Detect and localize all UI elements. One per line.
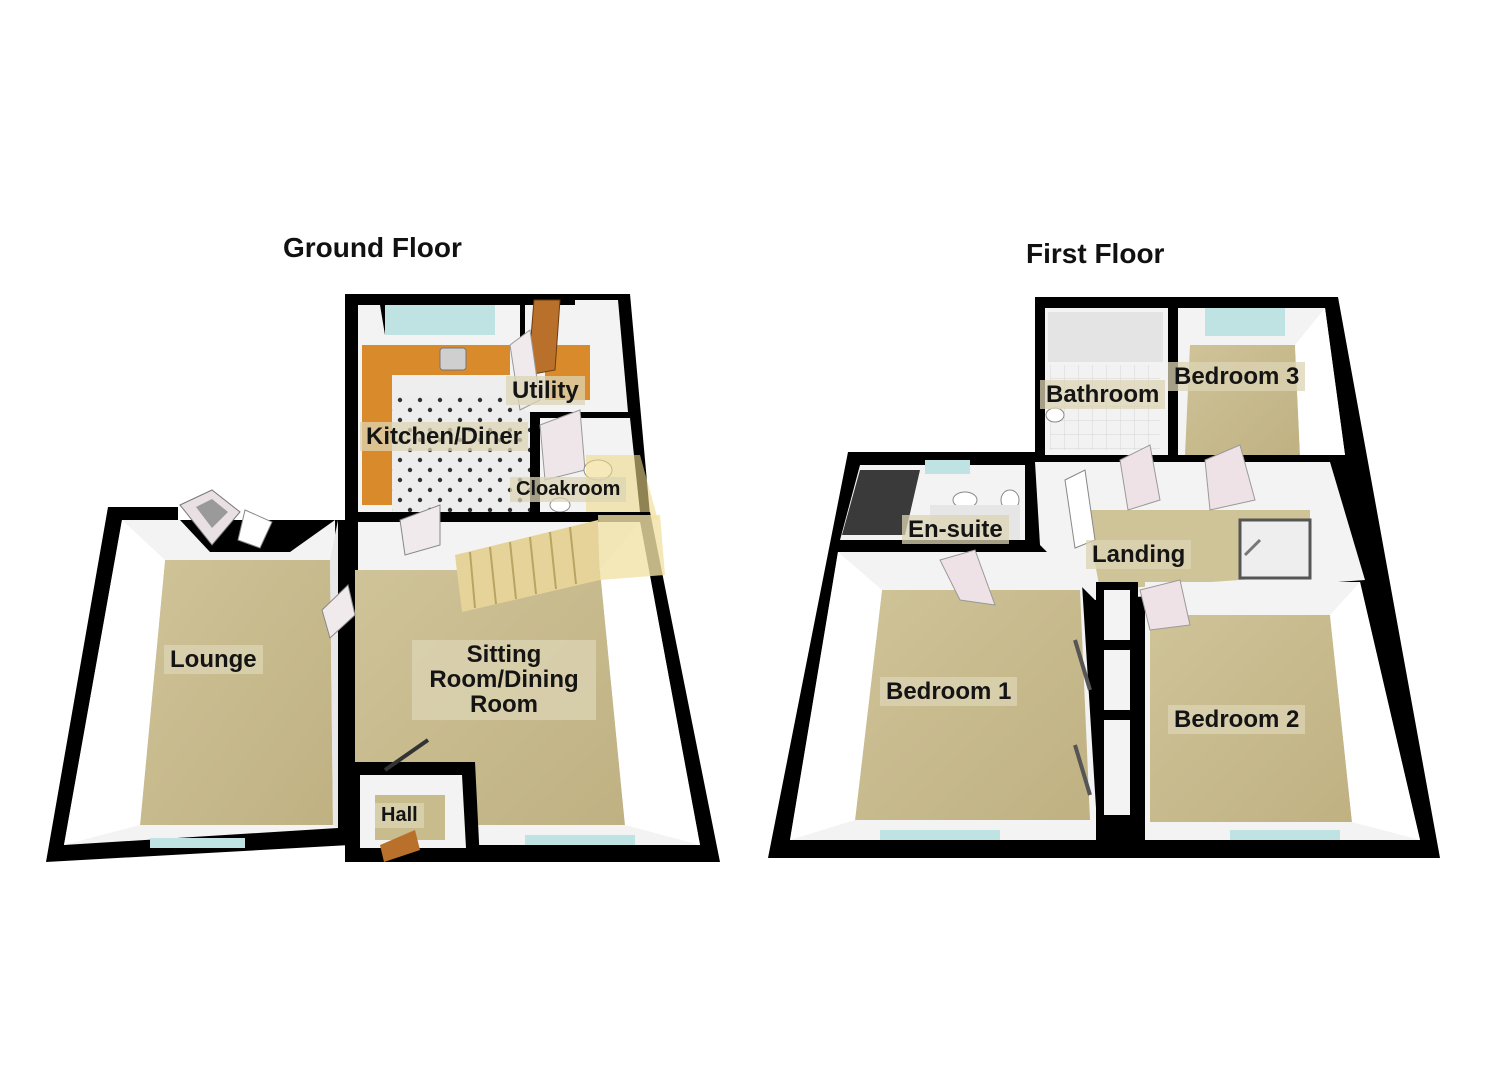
label-bedroom-2: Bedroom 2 [1168,705,1306,735]
room-landing [1035,444,1365,600]
label-sitting-line3: Room [470,691,538,719]
staircase-ground [455,515,665,612]
ground-floor [46,294,720,862]
label-sitting-line2: Room/Dining [429,666,579,694]
label-utility: Utility [506,376,585,406]
label-hall: Hall [375,803,424,828]
label-bedroom-3: Bedroom 3 [1168,362,1306,392]
label-ensuite: En-suite [902,515,1009,545]
label-lounge: Lounge [164,645,263,675]
label-bedroom-1: Bedroom 1 [880,677,1018,707]
room-lounge [46,489,350,862]
ground-floor-title: Ground Floor [283,232,462,263]
label-cloakroom: Cloakroom [510,477,627,502]
label-sitting-line1: Sitting [466,641,542,668]
window-lounge-rear [179,489,273,549]
label-landing: Landing [1086,540,1192,570]
label-sitting-dining: Sitting Room/Dining Room [412,640,596,720]
label-bathroom: Bathroom [1040,380,1166,410]
first-floor-title: First Floor [1026,238,1165,269]
label-kitchen-diner: Kitchen/Diner [360,422,529,452]
